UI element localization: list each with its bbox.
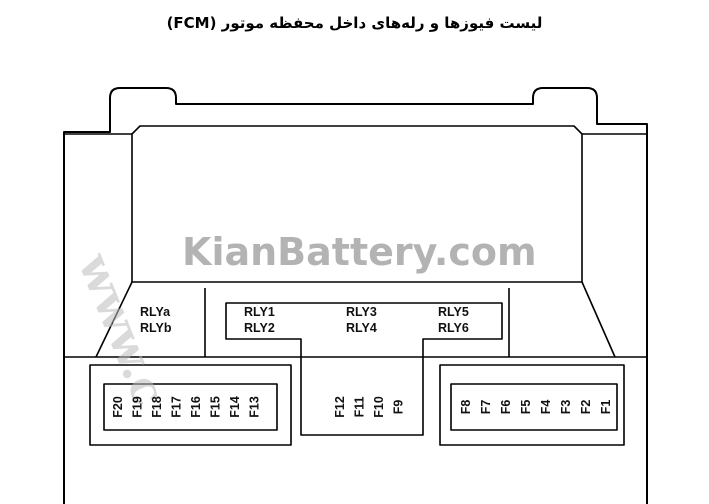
fuse-label: F11 xyxy=(353,397,367,418)
watermark-text: KianBattery.com xyxy=(182,230,537,274)
fuse-labels-right: F8 F7 F6 F5 F4 F3 F2 F1 xyxy=(459,400,613,415)
relay-block-center xyxy=(225,302,503,436)
fuse-label: F3 xyxy=(559,400,573,415)
relay-label-6: RLY6 xyxy=(438,321,469,335)
fuse-label: F14 xyxy=(228,396,242,418)
fuse-labels-left: F20 F19 F18 F17 F16 F15 F14 F13 xyxy=(111,396,262,418)
fuse-label: F6 xyxy=(499,400,513,415)
fuse-label: F15 xyxy=(209,396,223,418)
fuse-label: F1 xyxy=(599,400,613,415)
relay-label-5: RLY5 xyxy=(438,305,469,319)
fuse-label: F17 xyxy=(170,396,184,418)
relay-label-3: RLY3 xyxy=(346,305,377,319)
fuse-label: F9 xyxy=(392,400,406,415)
relay-label-1: RLY1 xyxy=(244,305,275,319)
fuse-label: F19 xyxy=(131,396,145,418)
fuse-bay-right xyxy=(439,364,625,446)
fuse-label: F5 xyxy=(519,400,533,415)
fuse-bay-left xyxy=(89,364,292,446)
fuse-label: F4 xyxy=(539,400,553,415)
fuse-label: F18 xyxy=(150,396,164,418)
fuse-label: F8 xyxy=(459,400,473,415)
fuse-label: F16 xyxy=(189,396,203,418)
fuse-box-outline xyxy=(63,87,648,504)
relay-label-b: RLYb xyxy=(140,321,172,335)
fuse-label: F20 xyxy=(111,396,125,418)
relay-label-4: RLY4 xyxy=(346,321,377,335)
fuse-labels-center: F12 F11 F10 F9 xyxy=(333,396,406,418)
fuse-label: F10 xyxy=(372,396,386,418)
relay-label-a: RLYa xyxy=(140,305,171,319)
fuse-label: F12 xyxy=(333,396,347,418)
relay-label-2: RLY2 xyxy=(244,321,275,335)
fuse-label: F7 xyxy=(479,400,493,415)
diagram-title: لیست فیوزها و رله‌های داخل محفظه موتور (… xyxy=(166,14,543,32)
fuse-label: F13 xyxy=(248,396,262,418)
fuse-label: F2 xyxy=(579,400,593,415)
